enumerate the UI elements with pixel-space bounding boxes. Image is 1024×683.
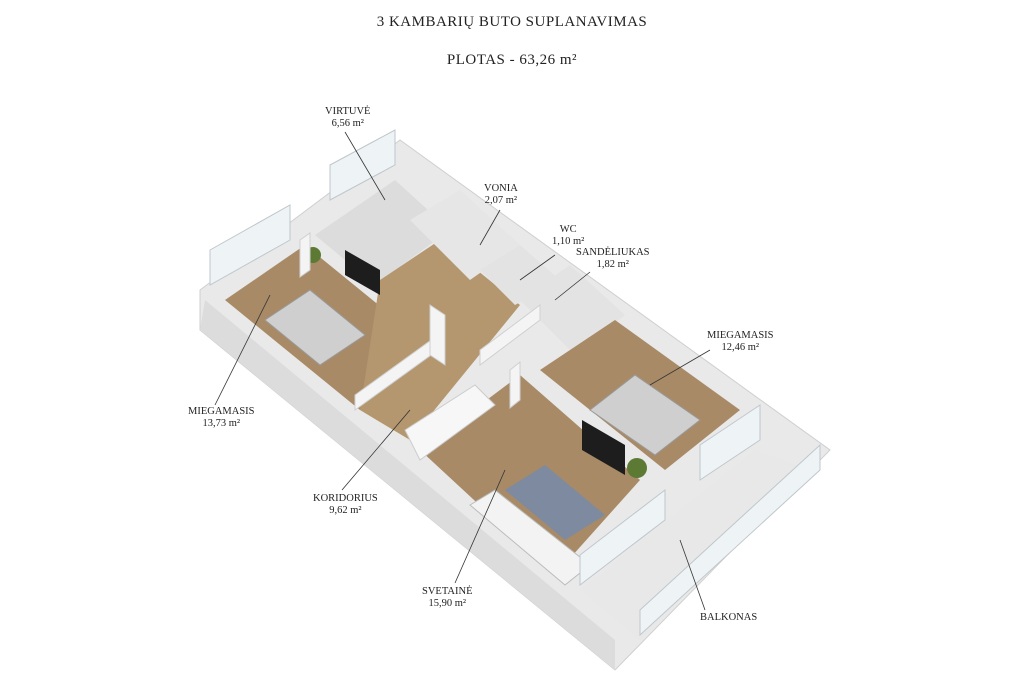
rug: [505, 465, 605, 540]
tv-living: [582, 420, 625, 475]
outer-wall-front: [200, 300, 615, 670]
bed-right: [589, 374, 701, 456]
wall-4: [509, 360, 521, 410]
label-balkonas: BALKONAS: [700, 612, 758, 623]
window-kitchen: [329, 129, 396, 201]
bed-left: [264, 289, 366, 366]
wardrobe: [404, 384, 496, 461]
window-bedroom-right: [699, 404, 761, 481]
wall-5: [429, 304, 446, 366]
plan-total-area: PLOTAS - 63,26 m²: [446, 52, 578, 68]
plant-right: [627, 458, 647, 478]
leader-lines: [214, 131, 711, 611]
bathroom-floor: [410, 190, 520, 280]
tv-bedroom: [345, 250, 380, 295]
wall-1: [299, 232, 311, 278]
wall-3: [479, 304, 541, 366]
window-living: [579, 488, 666, 587]
balcony-floor: [580, 450, 810, 640]
plan-title: 3 KAMBARIŲ BUTO SUPLANAVIMAS: [376, 14, 648, 30]
window-balcony: [639, 443, 821, 637]
window-bedroom-left: [209, 204, 291, 286]
